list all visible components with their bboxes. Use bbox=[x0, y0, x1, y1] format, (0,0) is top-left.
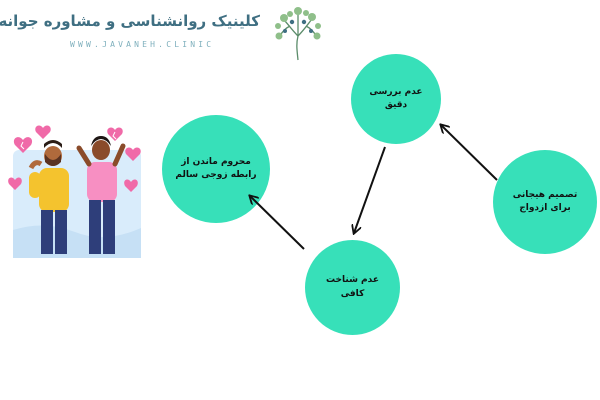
arrow-knowledge-to-deprived bbox=[250, 196, 305, 250]
node-no-careful-review: عدم بررسی دقیق bbox=[351, 54, 441, 144]
node-deprived-healthy-relationship: محروم ماندن از رابطه زوجی سالم bbox=[162, 115, 270, 223]
tree-head-icon bbox=[275, 7, 321, 61]
couple-broken-hearts-illustration bbox=[8, 125, 141, 258]
arrow-review-to-knowledge bbox=[354, 146, 386, 233]
arrow-decision-to-review bbox=[441, 125, 498, 181]
node-insufficient-knowledge: عدم شناخت کافی bbox=[305, 240, 400, 335]
clinic-logo: کلینیک روانشناسی و مشاوره جوانه WWW.JAVA… bbox=[0, 6, 330, 62]
logo-url: WWW.JAVANEH.CLINIC bbox=[70, 40, 215, 49]
node-emotional-marriage-decision: تصمیم هیجانی برای ازدواج bbox=[493, 150, 597, 254]
logo-title: کلینیک روانشناسی و مشاوره جوانه bbox=[0, 12, 260, 30]
